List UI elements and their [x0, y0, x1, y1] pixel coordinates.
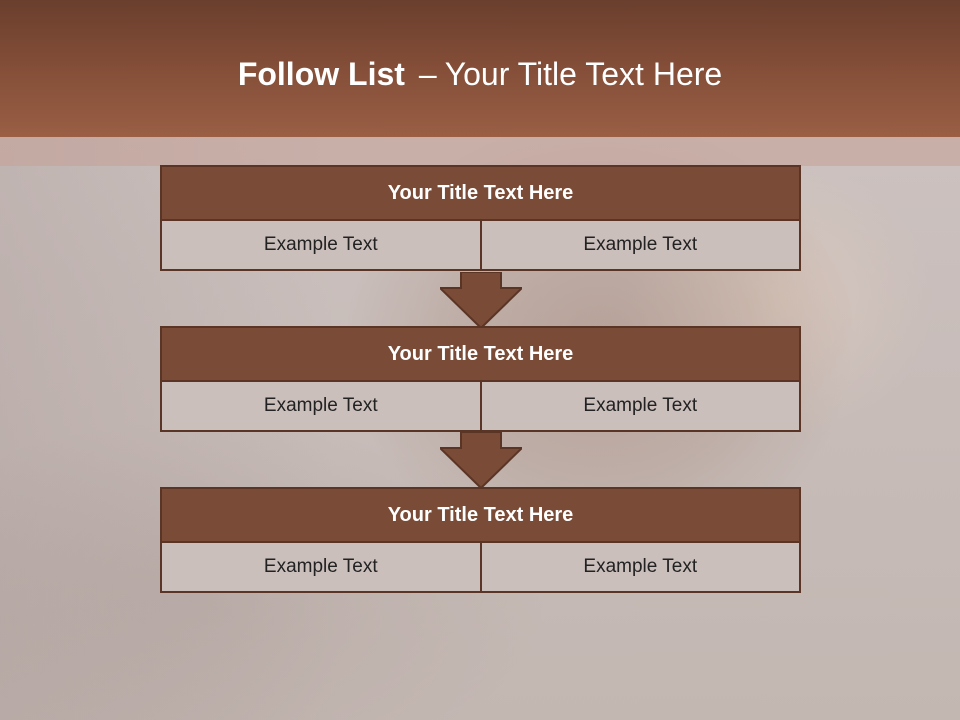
list-block-2: Your Title Text Here Example Text Exampl…: [160, 326, 801, 432]
block-title: Your Title Text Here: [160, 165, 801, 221]
block-cell-right: Example Text: [481, 221, 801, 271]
title-bold: Follow List: [237, 56, 405, 92]
title-bar: [0, 0, 960, 137]
list-block-1: Your Title Text Here Example Text Exampl…: [160, 165, 801, 271]
down-arrow-icon: [440, 432, 522, 488]
block-cell-right: Example Text: [481, 382, 801, 432]
title-separator: –: [418, 56, 437, 92]
block-cell-left: Example Text: [160, 221, 482, 271]
block-row: Example Text Example Text: [160, 543, 801, 593]
title-rest: Your Title Text Here: [444, 56, 723, 92]
down-arrow-icon: [440, 272, 522, 328]
block-title: Your Title Text Here: [160, 487, 801, 543]
block-title: Your Title Text Here: [160, 326, 801, 382]
block-cell-right: Example Text: [481, 543, 801, 593]
block-cell-left: Example Text: [160, 382, 482, 432]
block-row: Example Text Example Text: [160, 382, 801, 432]
block-row: Example Text Example Text: [160, 221, 801, 271]
block-cell-left: Example Text: [160, 543, 482, 593]
list-block-3: Your Title Text Here Example Text Exampl…: [160, 487, 801, 593]
title-bar-band: [0, 137, 960, 166]
slide-title: Follow List–Your Title Text Here: [0, 56, 960, 93]
